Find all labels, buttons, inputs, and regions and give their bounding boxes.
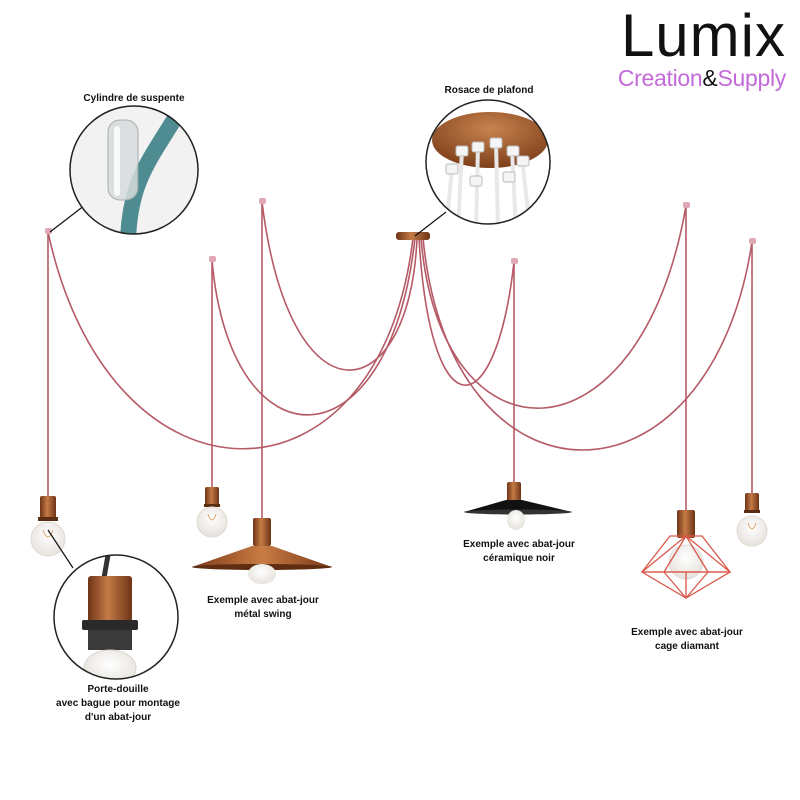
- cable-swag: [420, 205, 687, 409]
- label-swing: Exemple avec abat-jour métal swing: [196, 594, 330, 622]
- brand-logo: Lumix Creation&Supply: [618, 2, 786, 91]
- cable-swag: [47, 231, 414, 450]
- lamp-ceramic-shade: [464, 482, 572, 530]
- ceiling-hooks: [45, 198, 756, 264]
- lamp-swing-shade: [192, 518, 332, 584]
- callout-leaders: [47, 204, 447, 569]
- brand-tagline-part2: Supply: [717, 65, 786, 91]
- cables: [47, 201, 753, 520]
- label-line: céramique noir: [483, 553, 555, 564]
- lamp-bare-bulb: [196, 487, 228, 538]
- hook-icon: [683, 202, 690, 208]
- label-cage: Exemple avec abat-jour cage diamant: [620, 626, 754, 654]
- label-line: Exemple avec abat-jour: [631, 627, 743, 638]
- lamp-bare-bulb-left: [30, 496, 66, 557]
- hook-icon: [749, 238, 756, 244]
- cable-swag: [422, 237, 753, 451]
- label-rosace: Rosace de plafond: [444, 85, 534, 96]
- zoom-lamp-holder: [53, 554, 179, 680]
- hook-icon: [45, 228, 52, 234]
- label-ceramic: Exemple avec abat-jour céramique noir: [452, 538, 586, 566]
- cable-swag: [211, 237, 416, 416]
- label-line: métal swing: [234, 609, 292, 620]
- hook-icon: [259, 198, 266, 204]
- ceiling-rosace: [396, 232, 430, 240]
- lamp-bare-bulb-right: [736, 493, 768, 547]
- brand-tagline-amp: &: [702, 65, 718, 91]
- cable-swag: [261, 201, 418, 371]
- brand-name: Lumix: [620, 2, 786, 69]
- lamp-diamond-cage: [640, 510, 732, 600]
- hook-icon: [209, 256, 216, 262]
- label-line: Exemple avec abat-jour: [463, 539, 575, 550]
- cable-swag: [418, 237, 515, 386]
- label-lamp-holder: Porte-douille avec bague pour montage d'…: [38, 683, 198, 725]
- zoom-rosace: [425, 99, 551, 225]
- label-line: cage diamant: [655, 641, 719, 652]
- zoom-cylinder: [69, 105, 199, 235]
- label-line: avec bague pour montage: [56, 698, 180, 709]
- label-cylinder: Cylindre de suspente: [83, 93, 185, 104]
- hook-icon: [511, 258, 518, 264]
- label-line: Porte-douille: [87, 684, 149, 695]
- label-line: Exemple avec abat-jour: [207, 595, 319, 606]
- brand-tagline-part1: Creation: [617, 65, 703, 91]
- label-line: d'un abat-jour: [84, 712, 152, 723]
- brand-tagline: Creation&Supply: [618, 66, 786, 90]
